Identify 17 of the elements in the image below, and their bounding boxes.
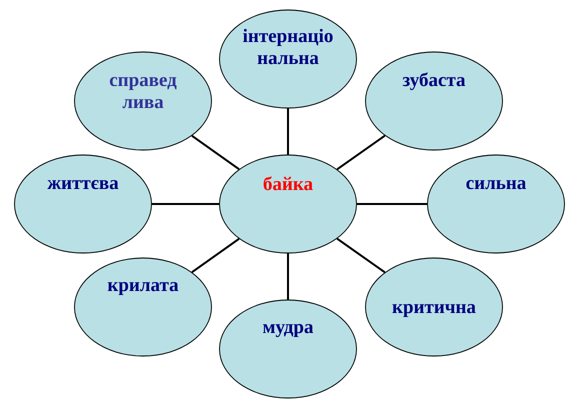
ellipse-node: критична	[365, 258, 503, 356]
ellipse-node: життєва	[14, 154, 152, 254]
ellipse-node: інтернаціо нальна	[219, 10, 357, 108]
ellipse-node: крилата	[74, 258, 212, 356]
connector-line	[191, 238, 240, 274]
connector-line	[287, 108, 289, 155]
ellipse-node: мудра	[219, 300, 357, 398]
connector-line	[152, 203, 220, 205]
ellipse-node: сильна	[427, 154, 565, 254]
ellipse-node: байка	[219, 154, 357, 254]
connector-line	[356, 203, 428, 205]
ellipse-node: зубаста	[365, 52, 503, 150]
connector-line	[287, 253, 289, 300]
connector-line	[336, 134, 386, 170]
ellipse-node: справед лива	[74, 52, 212, 150]
connector-line	[191, 134, 240, 170]
connector-line	[336, 238, 386, 274]
